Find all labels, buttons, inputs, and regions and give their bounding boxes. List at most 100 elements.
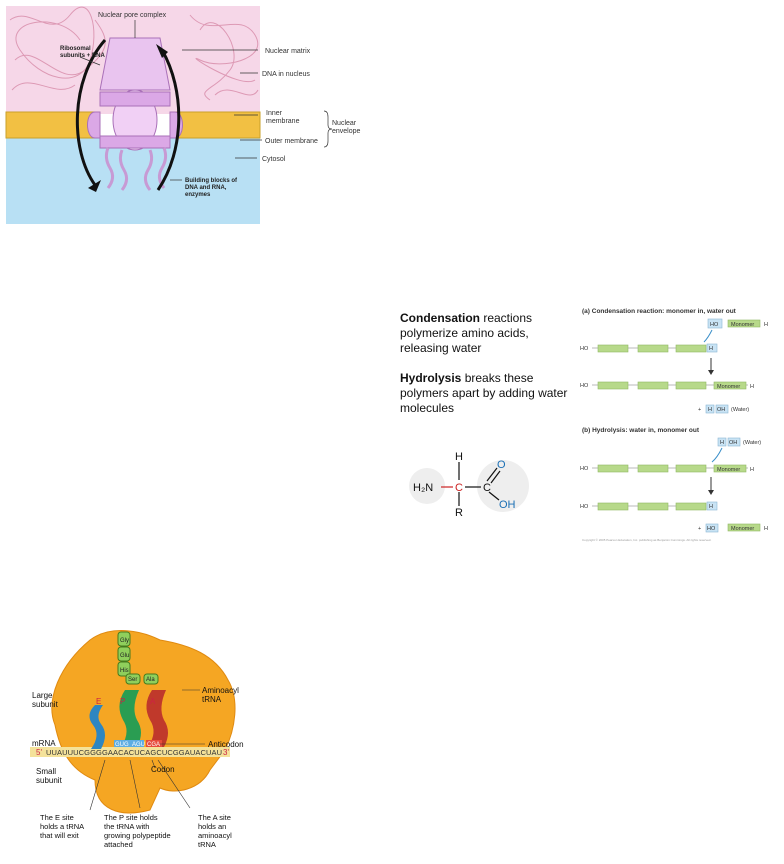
h-end: H: [764, 322, 768, 328]
hydrolysis-term: Hydrolysis: [400, 371, 462, 385]
water2-oh: OH: [729, 440, 737, 446]
oxygen: O: [497, 459, 506, 471]
ser-label: Ser: [128, 677, 137, 683]
arrowhead-up: [156, 44, 168, 58]
arrowhead-down: [88, 180, 101, 192]
ho-box: [707, 318, 723, 329]
membrane-right: [175, 111, 261, 139]
monomer-row-b2: Monomer: [717, 467, 740, 473]
hydrolysis-title: (b) Hydrolysis: water in, monomer out: [582, 427, 700, 434]
anticodon-mid-box: [132, 740, 144, 747]
ho-row2: HO: [580, 346, 589, 352]
leader-lines: [79, 20, 262, 181]
h-top: H: [455, 451, 463, 463]
copyright: Copyright © 2005 Pearson Education, Inc.…: [582, 538, 711, 542]
monomer-row3: Monomer: [717, 384, 740, 390]
h-row3: H: [750, 384, 754, 390]
mrna-sequence: UUAUUUCGGGGAACACUCAGCUCGGAUACUAU: [46, 748, 222, 757]
anticodon-label: Anticodon: [208, 740, 244, 749]
ribosome-leaders: [89, 689, 205, 811]
cytosol-region: [6, 138, 260, 224]
monomer-released: Monomer: [731, 526, 754, 532]
h-row-b2: H: [750, 467, 754, 473]
water-h: H: [708, 407, 712, 413]
anticodon-mid: AGU: [132, 742, 145, 748]
p-site-trna: [119, 690, 141, 747]
nuclear-matrix-label: Nuclear matrix: [265, 48, 311, 55]
site-p: P: [120, 697, 125, 706]
h-row2: H: [709, 346, 713, 352]
mrna-strand: [30, 747, 230, 757]
mrna-label: mRNA: [32, 739, 56, 748]
amino-group-shade: [409, 468, 445, 504]
envelope-bracket: [323, 110, 333, 148]
site-a: A: [150, 697, 156, 706]
ribosome-body: [51, 630, 236, 814]
hydroxyl: OH: [499, 499, 516, 511]
condensation-paragraph: Condensation reactions polymerize amino …: [400, 311, 570, 356]
three-prime: 3': [223, 748, 229, 757]
gly-label: Gly: [120, 638, 129, 644]
h-released: H: [764, 526, 768, 532]
condensation-hydrolysis-diagram: .t6 { font-size: 6.5px; fill: #333; } .t…: [580, 308, 768, 542]
condensation-desc: reactions polymerize amino acids, releas…: [400, 311, 533, 355]
condensation-term: Condensation: [400, 311, 480, 325]
ho-text: HO: [710, 322, 719, 328]
anticodon-left-box: [114, 740, 132, 747]
ala-label: Ala: [146, 677, 155, 683]
anticodon-left: GUG: [115, 742, 129, 748]
transport-arrows: [75, 39, 181, 191]
codon-label: Codon: [151, 765, 175, 774]
outer-membrane-label: Outer membrane: [265, 138, 318, 145]
site-e: E: [96, 697, 101, 706]
monomer-in-label: Monomer: [731, 322, 754, 328]
reaction-explanation: Condensation reactions polymerize amino …: [400, 311, 570, 431]
amino-acid-structure: H H₂N C R C O OH: [409, 451, 529, 519]
carboxyl-carbon: C: [483, 482, 491, 494]
cytosol-label: Cytosol: [262, 156, 286, 163]
water-oh: OH: [717, 407, 725, 413]
carboxyl-group-shade: [477, 460, 529, 512]
amine-group: H₂N: [413, 482, 433, 494]
e-site-trna: [89, 705, 105, 749]
anticodon-right: CGA: [147, 742, 160, 748]
plus-2: +: [698, 526, 701, 532]
water-label-1: (Water): [731, 407, 749, 413]
monomer-in: [727, 319, 761, 328]
plus-1: +: [698, 407, 701, 413]
ho-row3: HO: [580, 383, 589, 389]
alpha-carbon: C: [455, 482, 463, 494]
ribosome-figure: 5' UUAUUUCGGGGAACACUCAGCUCGGAUACUAU 3' G…: [30, 630, 244, 849]
hydrolysis-paragraph: Hydrolysis breaks these polymers apart b…: [400, 371, 570, 416]
polypeptide-chain: [117, 631, 159, 685]
his-label: His: [120, 668, 129, 674]
condensation-title: (a) Condensation reaction: monomer in, w…: [582, 308, 737, 315]
anticodon-right-box: [146, 740, 162, 747]
a-site-trna: [146, 690, 168, 747]
pore-complex-label: Nuclear pore complex: [98, 12, 167, 19]
ho-row-b2: HO: [580, 466, 589, 472]
filaments: [104, 147, 168, 191]
water2-h: H: [720, 440, 724, 446]
membrane-left: [5, 111, 101, 139]
h-row-b3: H: [709, 504, 713, 510]
five-prime: 5': [36, 748, 42, 757]
r-group: R: [455, 507, 463, 519]
glu-label: Glu: [120, 653, 129, 659]
pore-complex: [87, 37, 183, 151]
nuclear-pore-figure: Nuclear pore complex Nuclear matrix DNA …: [5, 6, 361, 224]
dna-label: DNA in nucleus: [262, 71, 310, 78]
ho-released: HO: [707, 526, 716, 532]
ho-row-b3: HO: [580, 504, 589, 510]
water-label-2: (Water): [743, 440, 761, 446]
